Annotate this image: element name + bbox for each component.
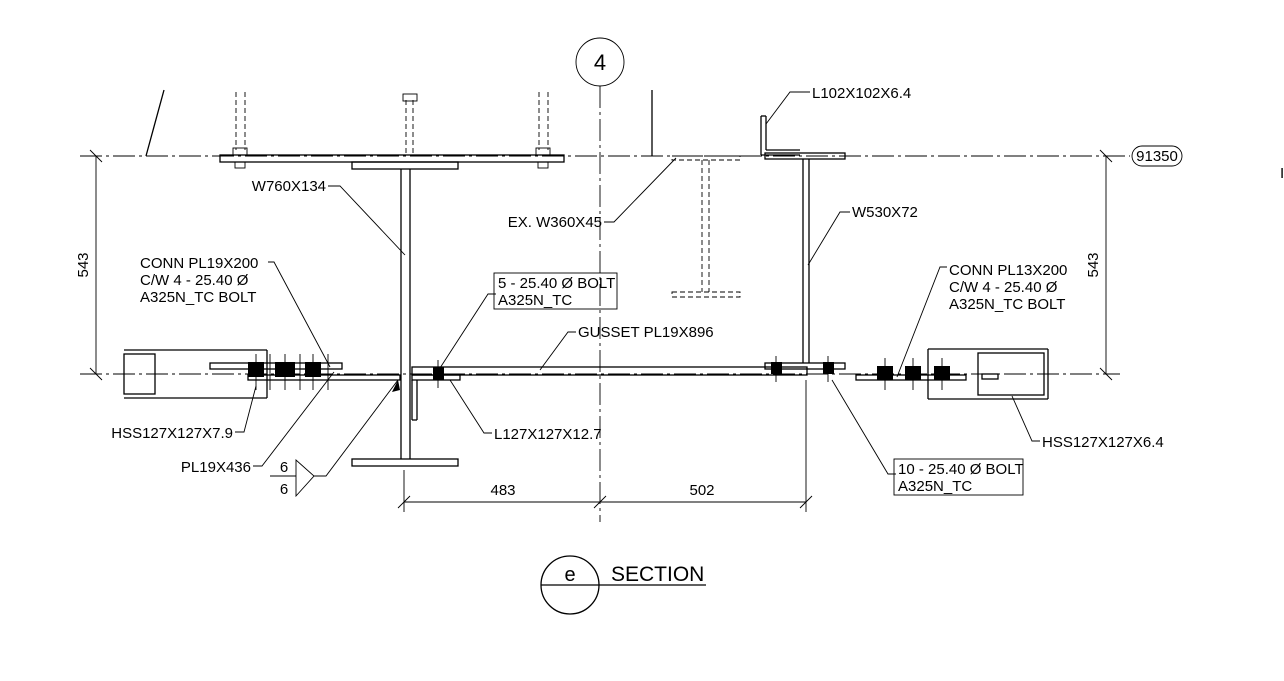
conn-left-line-3: A325N_TC BOLT xyxy=(140,289,256,306)
w760-beam xyxy=(351,161,459,467)
gusset-plate xyxy=(411,366,808,376)
elevation-bubble xyxy=(1131,145,1183,167)
ex-w360-label: EX. W360X45 xyxy=(508,214,602,231)
right-vertical-dim-text: 543 xyxy=(1085,252,1102,277)
l127-angle xyxy=(411,374,461,421)
callouts: L102X102X6.4 W760X134 EX. W360X45 W530X7… xyxy=(111,85,1164,496)
section-marker: e xyxy=(564,564,575,586)
weld-size-bottom: 6 xyxy=(280,481,288,498)
bottom-left-dim-text: 483 xyxy=(490,482,515,499)
gusset-bolts xyxy=(433,356,834,388)
elevation-value: 91350 xyxy=(1136,148,1178,165)
existing-w360-beam xyxy=(671,155,741,298)
hanger-rods xyxy=(232,92,551,169)
grid-line-4: 4 xyxy=(575,37,625,522)
l102-label: L102X102X6.4 xyxy=(812,85,911,102)
bolt10-box xyxy=(893,458,1024,496)
hss-right-label: HSS127X127X6.4 xyxy=(1042,434,1164,451)
elevation-tag: 91350 xyxy=(1131,145,1183,167)
right-hss-brace xyxy=(855,348,1049,400)
gusset-label: GUSSET PL19X896 xyxy=(578,324,714,341)
weld-size-top: 6 xyxy=(280,459,288,476)
w760-label: W760X134 xyxy=(252,178,326,195)
conn-right-line-3: A325N_TC BOLT xyxy=(949,296,1065,313)
bottom-dimensions: 483 502 xyxy=(397,380,813,512)
l102-angle xyxy=(760,115,800,156)
conn-right-line-2: C/W 4 - 25.40 Ø xyxy=(949,279,1058,296)
section-title-text: SECTION xyxy=(611,563,704,586)
weld-symbol: 6 6 xyxy=(270,458,315,498)
bolt10-line-2: A325N_TC xyxy=(898,478,972,495)
l127-label: L127X127X12.7 xyxy=(494,426,602,443)
bolt10-line-1: 10 - 25.40 Ø BOLT xyxy=(898,461,1024,478)
bottom-right-dim-text: 502 xyxy=(689,482,714,499)
leaders xyxy=(235,91,1040,477)
w530-beam xyxy=(764,152,846,370)
left-vertical-dimension: 543 xyxy=(75,149,103,381)
right-vertical-dimension: 543 xyxy=(1085,149,1113,381)
bolt5-line-2: A325N_TC xyxy=(498,292,572,309)
w530-label: W530X72 xyxy=(852,204,918,221)
bolt5-line-1: 5 - 25.40 Ø BOLT xyxy=(498,275,615,292)
edge-mark: I xyxy=(1280,165,1284,182)
bolt5-box xyxy=(493,272,618,310)
pl19x436-label: PL19X436 xyxy=(181,459,251,476)
conn-right-line-1: CONN PL13X200 xyxy=(949,262,1067,279)
grid-marker: 4 xyxy=(594,50,606,75)
hss-left-label: HSS127X127X7.9 xyxy=(111,425,233,442)
conn-left-line-2: C/W 4 - 25.40 Ø xyxy=(140,272,249,289)
slab-edge-left xyxy=(145,89,165,157)
section-title: e SECTION xyxy=(540,555,706,615)
left-vertical-dim-text: 543 xyxy=(75,252,92,277)
conn-left-line-1: CONN PL19X200 xyxy=(140,255,258,272)
left-hss-brace xyxy=(123,349,401,399)
